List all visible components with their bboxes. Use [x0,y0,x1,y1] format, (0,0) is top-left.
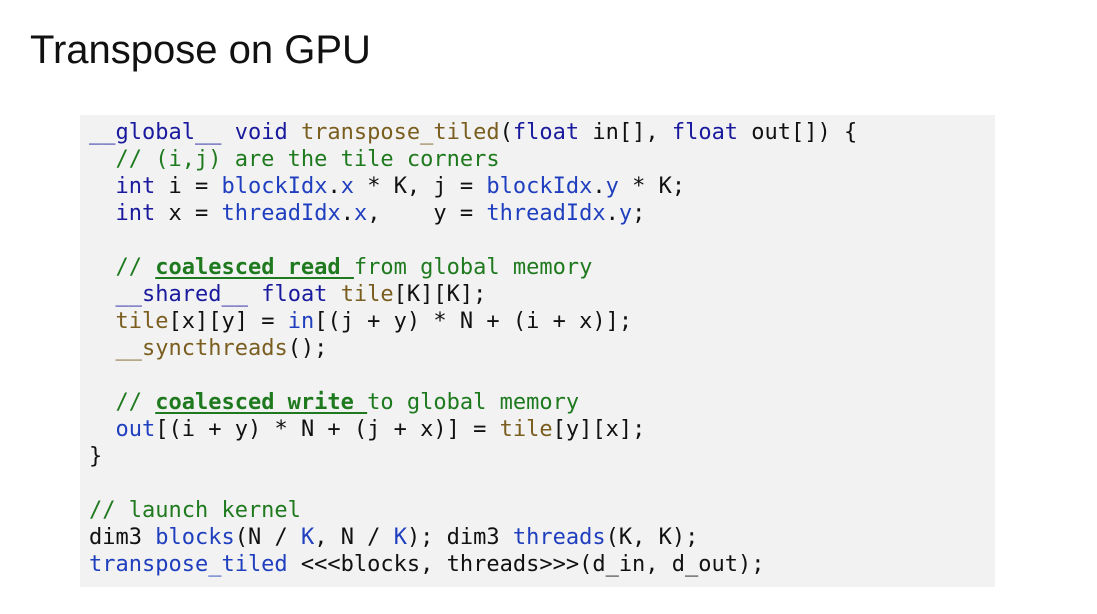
code-token: out [115,417,156,442]
code-token: i = [155,174,222,199]
code-token: * K, j = [353,174,487,199]
code-line [89,362,995,389]
code-token: K [300,525,315,550]
code-token: transpose_tiled [300,120,500,145]
code-token: __syncthreads [115,336,288,361]
code-token [248,282,261,307]
code-token [89,309,116,334]
code-line: // coalesced write to global memory [89,389,995,416]
code-token: K [393,525,407,550]
code-token: [x][y] = [168,309,288,334]
code-token [89,417,116,442]
code-token: out[]) { [738,120,858,145]
code-token: x = [155,201,222,226]
code-line: __syncthreads(); [89,335,995,362]
code-token: tile [115,309,169,334]
code-token: . [592,174,606,199]
code-token: __shared__ [115,282,248,307]
code-token: coalesced read [155,255,354,280]
code-line: // (i,j) are the tile corners [89,146,995,173]
code-line: int i = blockIdx.x * K, j = blockIdx.y *… [89,173,995,200]
code-token: , y = [367,201,487,226]
code-token: [K][K]; [393,282,487,307]
code-token [89,336,116,361]
code-token: } [89,444,103,469]
code-line: dim3 blocks(N / K, N / K); dim3 threads(… [89,524,995,551]
code-token: x [340,174,354,199]
code-token: tile [499,417,553,442]
code-token: threadIdx [221,201,341,226]
code-line: __shared__ float tile[K][K]; [89,281,995,308]
code-token: (K, K); [605,525,699,550]
code-token: in[], [579,120,672,145]
code-line: } [89,443,995,470]
code-token: [(j + y) * N + (i + x)]; [314,309,633,334]
code-token: , N / [314,525,394,550]
code-line: transpose_tiled <<<blocks, threads>>>(d_… [89,551,995,578]
code-token: ( [499,120,513,145]
code-block: __global__ void transpose_tiled(float in… [80,115,995,587]
code-token: y [618,201,633,226]
code-token: from global memory [353,255,593,280]
code-token: // (i,j) are the tile corners [89,147,500,172]
code-line: int x = threadIdx.x, y = threadIdx.y; [89,200,995,227]
code-line: out[(i + y) * N + (j + x)] = tile[y][x]; [89,416,995,443]
slide-title: Transpose on GPU [30,28,371,72]
code-token: . [327,174,341,199]
code-token: float [261,282,328,307]
code-token: // [89,255,156,280]
code-token: x [353,201,368,226]
code-token: transpose_tiled [89,552,288,577]
code-token: ); dim3 [406,525,513,550]
code-token: coalesced write [155,390,368,415]
code-token: threads [512,525,606,550]
code-token: float [512,120,580,145]
code-token [89,174,116,199]
code-token: __global__ [89,120,222,145]
code-token: ; [632,201,646,226]
code-line: __global__ void transpose_tiled(float in… [89,119,995,146]
code-token [327,282,340,307]
code-listing: __global__ void transpose_tiled(float in… [89,119,995,578]
code-token [89,201,116,226]
code-token: * K; [618,174,686,199]
code-token: void [234,120,288,145]
code-token: [(i + y) * N + (j + x)] = [155,417,500,442]
code-line [89,470,995,497]
code-token [221,120,234,145]
code-token: dim3 [89,525,156,550]
code-token: blockIdx [486,174,593,199]
code-token: (); [287,336,328,361]
code-token: to global memory [367,390,580,415]
code-token: y [605,174,619,199]
code-line: tile[x][y] = in[(j + y) * N + (i + x)]; [89,308,995,335]
code-token: in [287,309,315,334]
code-token: threadIdx [486,201,606,226]
code-token: float [671,120,739,145]
code-line: // launch kernel [89,497,995,524]
code-token: int [115,174,156,199]
code-token: . [605,201,619,226]
code-token: . [340,201,354,226]
code-token [89,282,116,307]
code-token: (N / [234,525,301,550]
code-line [89,227,995,254]
code-token: int [115,201,156,226]
code-token: // [89,390,156,415]
code-token [288,120,301,145]
code-token: <<<blocks, threads>>>(d_in, d_out); [287,552,765,577]
code-token: blocks [155,525,235,550]
code-token: // launch kernel [89,498,301,523]
code-token: [y][x]; [552,417,646,442]
code-token: blockIdx [221,174,328,199]
code-token: tile [340,282,394,307]
code-line: // coalesced read from global memory [89,254,995,281]
